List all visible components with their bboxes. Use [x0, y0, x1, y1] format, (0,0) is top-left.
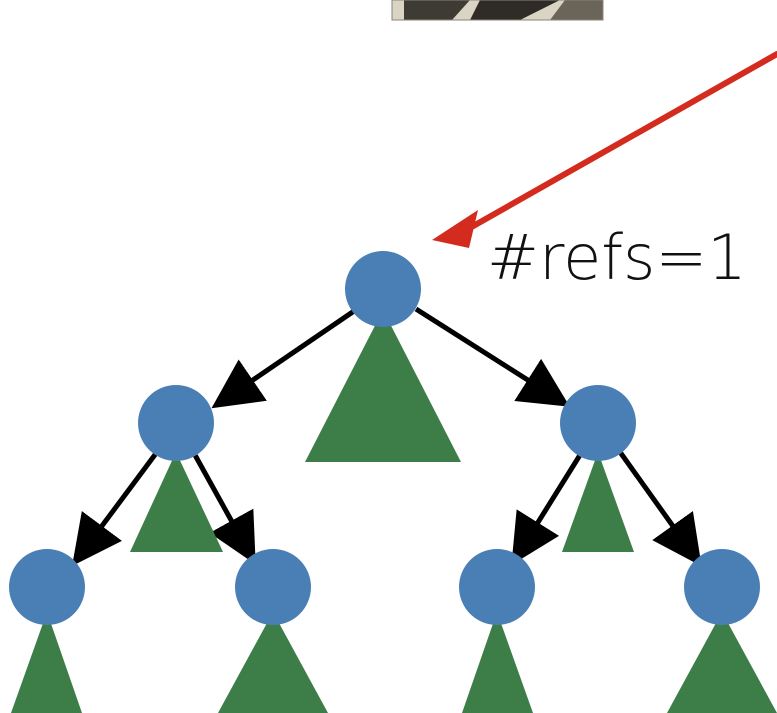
subtree-triangle-leaf-2	[218, 612, 328, 713]
node-leaf-2	[235, 549, 311, 625]
tree-nodes	[9, 251, 760, 625]
edge-root-right	[414, 306, 570, 407]
node-root	[345, 251, 421, 327]
node-leaf-3	[459, 549, 535, 625]
node-right	[560, 385, 636, 461]
subtree-triangle-leaf-1	[11, 612, 82, 713]
edge-left-leftleaf	[72, 450, 160, 567]
edge-left-rightleaf	[192, 453, 256, 565]
subtree-triangle-root	[305, 310, 461, 462]
subtree-triangle-leaf-3	[462, 612, 533, 713]
subtrees	[11, 310, 777, 713]
edge-root-left	[211, 306, 359, 409]
tree-edges	[72, 306, 702, 567]
edge-right-leftleaf	[511, 453, 583, 565]
subtree-triangle-left	[130, 452, 223, 552]
subtree-triangle-leaf-4	[667, 612, 777, 713]
node-leaf-4	[684, 549, 760, 625]
reference-pointer-arrow	[432, 51, 777, 248]
node-leaf-1	[9, 549, 85, 625]
photo-thumbnail-icon	[391, 0, 604, 21]
subtree-triangle-right	[562, 452, 634, 552]
edge-right-rightleaf	[617, 450, 702, 567]
node-left	[138, 385, 214, 461]
refs-count-label: #refs=1	[487, 221, 747, 294]
